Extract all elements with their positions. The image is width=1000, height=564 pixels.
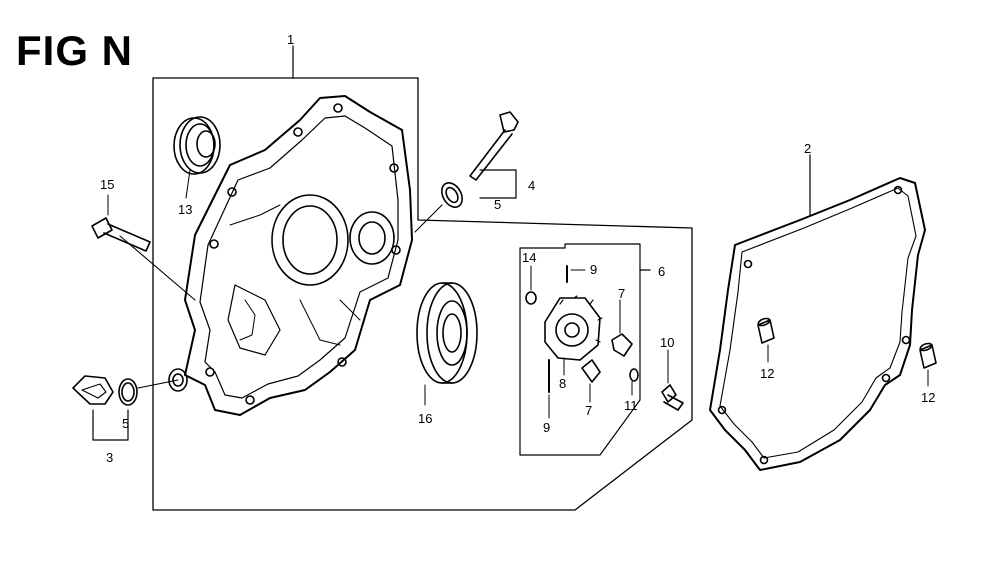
bolt-15-drawing (91, 217, 196, 301)
callout-14: 14 (522, 250, 536, 265)
callout-8: 8 (559, 376, 566, 391)
callout-9a: 9 (590, 262, 597, 277)
bearing-16-drawing (416, 282, 478, 384)
bolt-10-drawing (661, 384, 684, 411)
callout-5a: 5 (122, 416, 129, 431)
dowel-pin-12b-drawing (919, 342, 937, 369)
callout-5b: 5 (494, 197, 501, 212)
leader-line-13 (185, 169, 191, 199)
oil-seal-13-drawing (173, 116, 221, 175)
slider-7-lower-drawing (581, 359, 601, 383)
oil-filler-cap-3-drawing (72, 375, 179, 406)
clip-7-upper-drawing (611, 333, 633, 357)
bracket-4 (479, 169, 517, 199)
callout-9b: 9 (543, 420, 550, 435)
callout-12a: 12 (760, 366, 774, 381)
washer-11-drawing (629, 368, 639, 382)
bracket-3 (92, 409, 129, 441)
washer-14-drawing (525, 291, 537, 305)
dowel-pin-12a-drawing (757, 317, 775, 344)
callout-16: 16 (418, 411, 432, 426)
callout-12b: 12 (921, 390, 935, 405)
callout-10: 10 (660, 335, 674, 350)
callout-7a: 7 (618, 286, 625, 301)
callout-11: 11 (624, 398, 638, 413)
governor-subframe-line (519, 243, 641, 456)
gasket-2-drawing (709, 177, 926, 471)
callout-4: 4 (528, 178, 535, 193)
callout-13: 13 (178, 202, 192, 217)
oil-dipstick-4-drawing (414, 111, 519, 233)
crankcase-cover-drawing (168, 95, 413, 416)
assembly-frame-line (152, 77, 693, 511)
callout-2: 2 (804, 141, 811, 156)
callout-7b: 7 (585, 403, 592, 418)
figure-title: FIG N (16, 27, 133, 74)
governor-gear-8-drawing (544, 295, 603, 361)
callout-3: 3 (106, 450, 113, 465)
callout-6: 6 (658, 264, 665, 279)
callout-1: 1 (287, 32, 294, 47)
callout-15: 15 (100, 177, 114, 192)
